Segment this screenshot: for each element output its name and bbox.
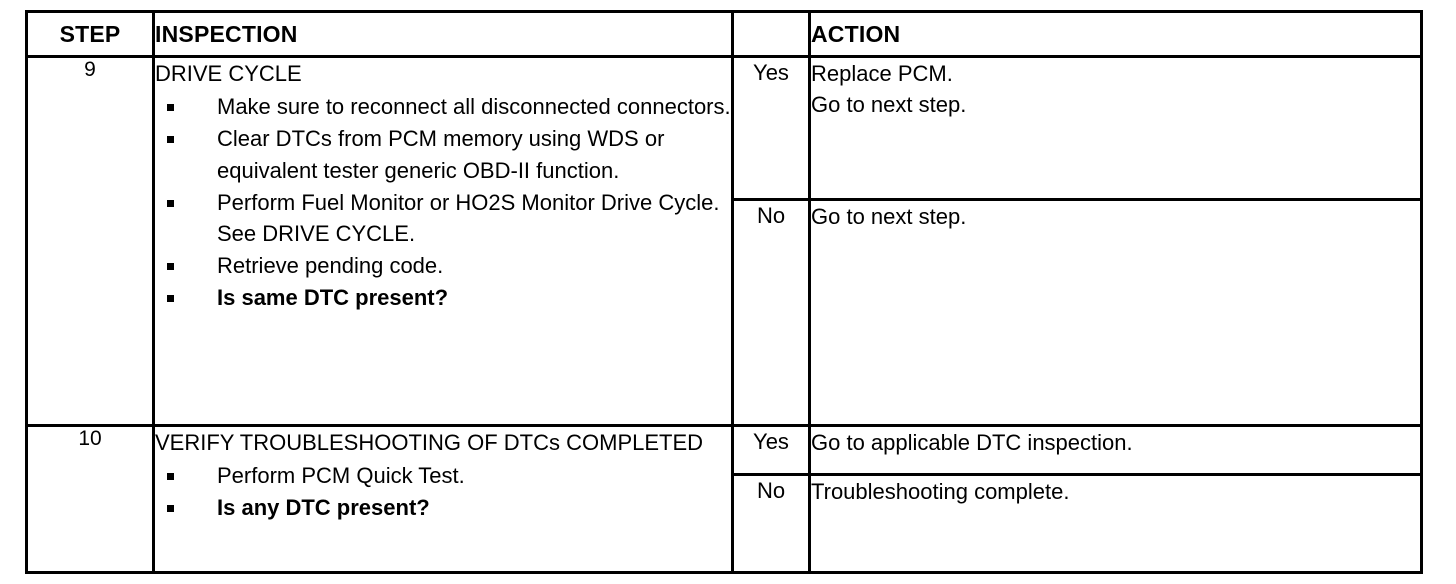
bullet-square-icon xyxy=(167,504,174,512)
bullet-square-icon xyxy=(167,135,174,143)
header-row: STEP INSPECTION ACTION xyxy=(25,10,1423,58)
list-item-label: Is any DTC present? xyxy=(217,494,430,520)
list-item-label: Clear DTCs from PCM memory using WDS or … xyxy=(217,125,665,183)
table-body: 9 DRIVE CYCLE Make sure to reconnect all… xyxy=(25,55,1423,574)
column-header-step: STEP xyxy=(25,10,155,58)
branch-label-no: No xyxy=(731,473,811,574)
bullet-square-icon xyxy=(167,295,174,303)
list-item-label: Make sure to reconnect all disconnected … xyxy=(217,93,731,119)
action-cell-no: Go to next step. xyxy=(808,198,1423,427)
list-item: Perform PCM Quick Test. xyxy=(155,460,731,492)
branch-label-yes: Yes xyxy=(731,424,811,476)
inspection-title: DRIVE CYCLE xyxy=(155,61,302,86)
bullet-square-icon xyxy=(167,472,174,480)
action-cell-no: Troubleshooting complete. xyxy=(808,473,1423,574)
troubleshooting-table: STEP INSPECTION ACTION 9 DRIVE CYCLE Mak… xyxy=(25,10,1423,574)
list-item: Perform Fuel Monitor or HO2S Monitor Dri… xyxy=(155,187,731,251)
step-number-cell: 9 xyxy=(25,55,155,427)
table-row: No Go to next step. xyxy=(27,198,1423,427)
inspection-bullet-list: Perform PCM Quick Test. Is any DTC prese… xyxy=(155,460,731,524)
inspection-cell: VERIFY TROUBLESHOOTING OF DTCs COMPLETED… xyxy=(152,424,734,574)
inspection-bullet-list: Make sure to reconnect all disconnected … xyxy=(155,91,731,314)
branch-label-yes: Yes xyxy=(731,55,811,201)
list-item-sublabel: See DRIVE CYCLE. xyxy=(217,221,416,247)
action-cell-yes: Go to applicable DTC inspection. xyxy=(808,424,1423,476)
bullet-square-icon xyxy=(167,199,174,207)
table-row: 10 VERIFY TROUBLESHOOTING OF DTCs COMPLE… xyxy=(25,424,1423,574)
step-number-cell: 10 xyxy=(25,424,155,574)
list-item-question: Is any DTC present? xyxy=(155,492,731,524)
list-item-label: Retrieve pending code. xyxy=(217,253,444,279)
inspection-cell: DRIVE CYCLE Make sure to reconnect all d… xyxy=(152,55,734,427)
inspection-title: VERIFY TROUBLESHOOTING OF DTCs COMPLETED xyxy=(155,430,704,455)
table-row: No Troubleshooting complete. xyxy=(27,473,1423,574)
list-item-label: Perform Fuel Monitor or HO2S Monitor Dri… xyxy=(217,189,720,215)
branch-label-no: No xyxy=(731,198,811,427)
column-header-inspection: INSPECTION xyxy=(152,10,734,58)
table-row: 9 DRIVE CYCLE Make sure to reconnect all… xyxy=(25,55,1423,427)
list-item-label: Is same DTC present? xyxy=(217,285,449,311)
list-item-label: Perform PCM Quick Test. xyxy=(217,462,465,488)
column-header-action: ACTION xyxy=(808,10,1423,58)
list-item: Make sure to reconnect all disconnected … xyxy=(155,91,731,123)
list-item: Retrieve pending code. xyxy=(155,250,731,282)
table-header: STEP INSPECTION ACTION xyxy=(25,10,1423,58)
action-cell-yes: Replace PCM. Go to next step. xyxy=(808,55,1423,201)
bullet-square-icon xyxy=(167,263,174,271)
column-header-branch xyxy=(731,10,811,58)
bullet-square-icon xyxy=(167,103,174,111)
list-item: Clear DTCs from PCM memory using WDS or … xyxy=(155,123,731,187)
list-item-question: Is same DTC present? xyxy=(155,282,731,314)
